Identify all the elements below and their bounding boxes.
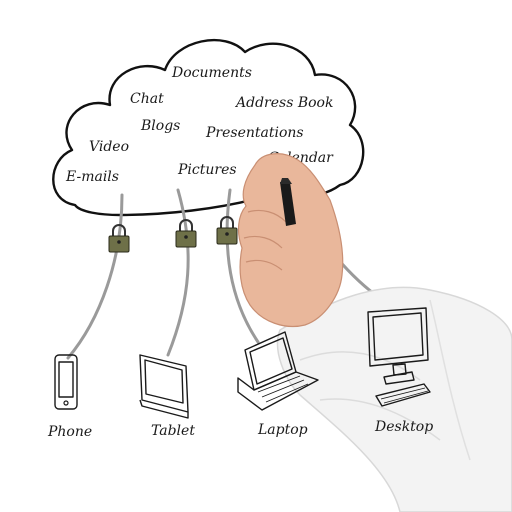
cloud-item-address-book: Address Book [234,95,333,111]
device-label-desktop: Desktop [374,419,433,435]
hand-with-marker [237,153,512,512]
wire-laptop [225,188,260,344]
cloud-item-blogs: Blogs [140,118,180,134]
marker-pen [280,182,296,226]
phone-icon [54,354,78,410]
padlock-icon [108,224,130,253]
wire-phone [66,193,124,360]
desktop-icon [367,307,431,407]
device-label-laptop: Laptop [257,422,308,438]
wire-tablet [166,188,190,357]
cloud-item-chat: Chat [130,91,164,107]
hand [237,153,344,328]
cloud-item-e-mails: E-mails [65,169,119,185]
tablet-icon [139,354,189,419]
device-label-tablet: Tablet [151,423,195,439]
device-label-phone: Phone [47,424,92,440]
laptop-icon [237,331,319,411]
cloud-item-pictures: Pictures [177,162,237,178]
cloud-item-documents: Documents [171,65,252,81]
cloud-item-presentations: Presentations [205,125,304,141]
cloud-item-video: Video [89,139,129,155]
padlock-icon [216,216,238,245]
padlock-icon [175,219,197,248]
